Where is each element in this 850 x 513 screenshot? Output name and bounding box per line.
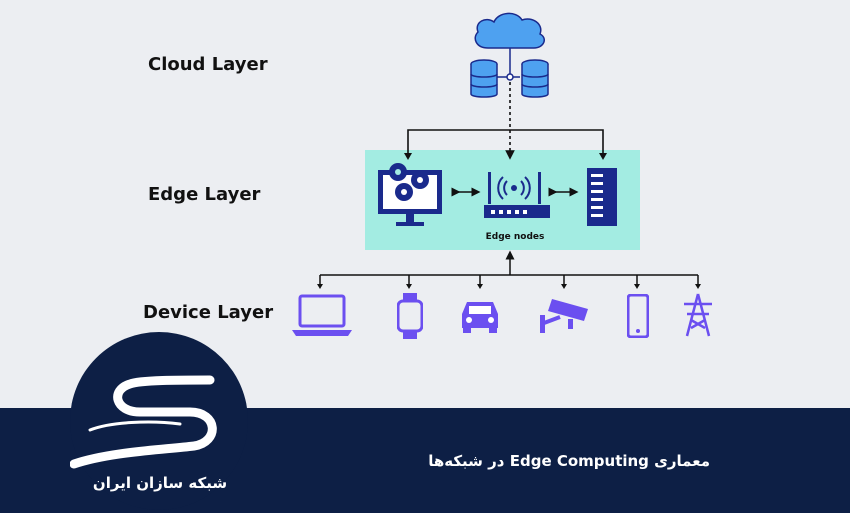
- edge-layer-label: Edge Layer: [148, 184, 261, 205]
- edge-nodes-label: Edge nodes: [485, 232, 545, 242]
- cloud-icon: [474, 12, 545, 49]
- database-icon: [521, 59, 549, 98]
- server-rack-icon: [587, 168, 617, 226]
- cctv-camera-icon: [540, 299, 588, 333]
- car-icon: [462, 302, 498, 333]
- power-tower-icon: [684, 293, 712, 337]
- database-icon: [470, 59, 498, 98]
- logo-brand-text: شبکه سازان ایران: [92, 474, 228, 492]
- wifi-router-icon: [484, 172, 550, 218]
- footer-title: معماری Edge Computing در شبکه‌ها: [428, 452, 710, 470]
- laptop-icon: [292, 294, 352, 336]
- logo-s-icon: [70, 375, 217, 469]
- smartwatch-icon: [397, 293, 423, 339]
- computer-gears-icon: [378, 163, 442, 226]
- cloud-layer-label: Cloud Layer: [148, 54, 268, 75]
- device-layer-label: Device Layer: [143, 302, 274, 323]
- smartphone-icon: [627, 294, 649, 338]
- cloud-edge-bracket: [407, 129, 604, 155]
